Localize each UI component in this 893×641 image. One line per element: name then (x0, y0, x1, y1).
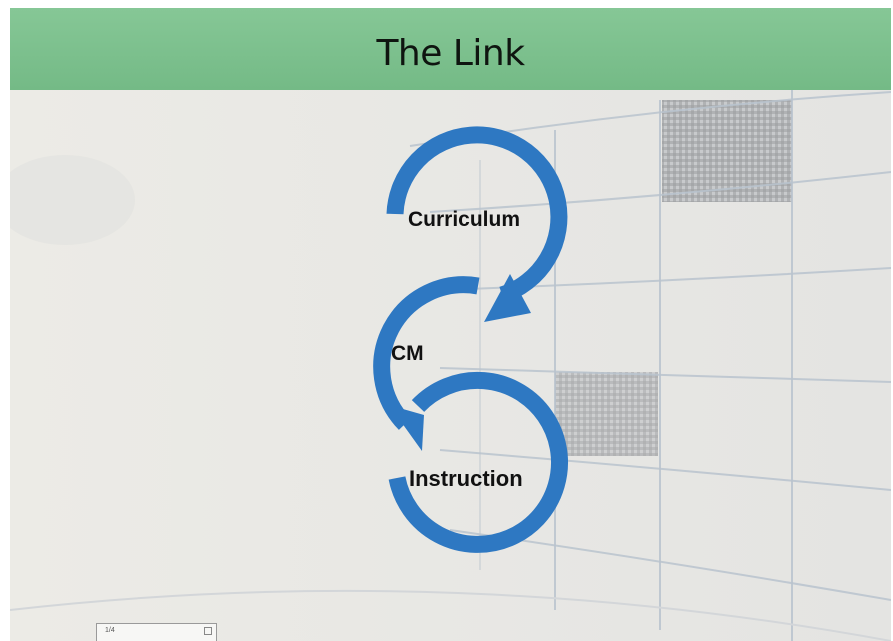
slide-navigator[interactable]: 1/4 (96, 623, 217, 641)
expand-icon[interactable] (204, 627, 212, 635)
arrowhead-icon (389, 405, 424, 451)
curved-arrow-icon (373, 276, 480, 430)
cycle-diagram (373, 126, 568, 553)
curved-arrow-icon (388, 371, 568, 553)
curriculum-label: Curriculum (408, 208, 521, 231)
cm-label: CM (391, 342, 424, 365)
image-tile-mid (555, 372, 658, 456)
arrowhead-icon (484, 274, 531, 322)
slide-title: The Link (376, 32, 525, 74)
title-bar: The Link (10, 8, 891, 90)
curved-arrow-icon (386, 126, 568, 304)
page-indicator: 1/4 (105, 627, 115, 634)
presentation-slide: The Link Curriculum CM Instruction 1/4 (10, 8, 891, 641)
background-grid-wall (10, 90, 891, 641)
instruction-label: Instruction (409, 466, 523, 491)
